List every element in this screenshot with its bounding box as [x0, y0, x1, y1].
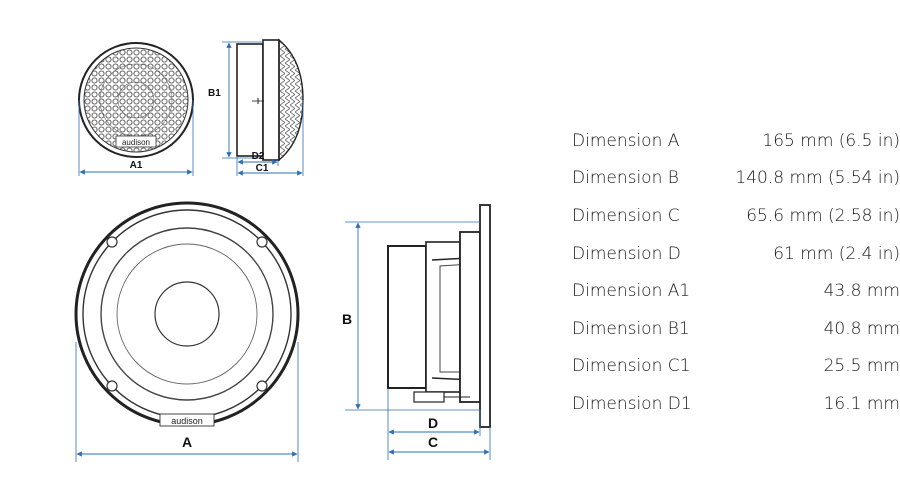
label-b1: B1 — [208, 88, 221, 99]
dimension-b1: B1 — [208, 41, 264, 159]
label-d2: D2 — [252, 151, 265, 162]
speaker-dimension-drawing: audison A1 B1 D2 C1 — [74, 38, 491, 462]
woofer-front-view: audison — [74, 201, 300, 427]
spec-value: 65.6 mm (2.58 in) — [746, 205, 900, 226]
spec-value: 43.8 mm — [823, 281, 900, 302]
spec-name: Dimension C1 — [572, 356, 691, 377]
spec-row-a: Dimension A 165 mm (6.5 in) — [572, 122, 900, 160]
spec-row-d1: Dimension D1 16.1 mm — [572, 385, 900, 423]
spec-name: Dimension B — [572, 168, 679, 189]
tweeter-front-view: audison — [78, 42, 194, 158]
label-b: B — [342, 311, 352, 327]
woofer-side-view — [387, 204, 491, 428]
spec-value: 165 mm (6.5 in) — [762, 130, 900, 151]
woofer-brand-label: audison — [171, 416, 203, 426]
spec-value: 140.8 mm (5.54 in) — [735, 168, 900, 189]
spec-row-b: Dimension B 140.8 mm (5.54 in) — [572, 160, 900, 198]
spec-name: Dimension D — [572, 243, 681, 264]
dimension-c1: C1 — [237, 100, 304, 176]
spec-name: Dimension A — [572, 130, 680, 151]
spec-row-c1: Dimension C1 25.5 mm — [572, 348, 900, 386]
dimension-spec-table: Dimension A 165 mm (6.5 in) Dimension B … — [572, 122, 900, 423]
dimension-d2: D2 — [236, 151, 279, 176]
spec-value: 40.8 mm — [823, 318, 900, 339]
label-c1: C1 — [256, 163, 269, 174]
spec-name: Dimension D1 — [572, 393, 692, 414]
spec-name: Dimension C — [572, 205, 680, 226]
label-d: D — [428, 415, 438, 431]
spec-row-a1: Dimension A1 43.8 mm — [572, 272, 900, 310]
spec-row-d: Dimension D 61 mm (2.4 in) — [572, 235, 900, 273]
dimension-a1: A1 — [78, 100, 194, 176]
tweeter-side-view — [236, 38, 304, 162]
dimension-c: C — [388, 427, 491, 460]
spec-row-c: Dimension C 65.6 mm (2.58 in) — [572, 197, 900, 235]
label-a: A — [182, 434, 192, 450]
spec-row-b1: Dimension B1 40.8 mm — [572, 310, 900, 348]
spec-name: Dimension B1 — [572, 318, 690, 339]
dimension-a: A — [75, 342, 299, 462]
spec-name: Dimension A1 — [572, 281, 691, 302]
dimension-d: D — [387, 388, 481, 460]
label-a1: A1 — [130, 160, 143, 171]
label-c: C — [428, 434, 438, 450]
spec-value: 16.1 mm — [823, 393, 900, 414]
tweeter-brand-label: audison — [122, 138, 150, 147]
spec-value: 25.5 mm — [823, 356, 900, 377]
dimension-b: B — [342, 221, 480, 411]
spec-value: 61 mm (2.4 in) — [773, 243, 900, 264]
